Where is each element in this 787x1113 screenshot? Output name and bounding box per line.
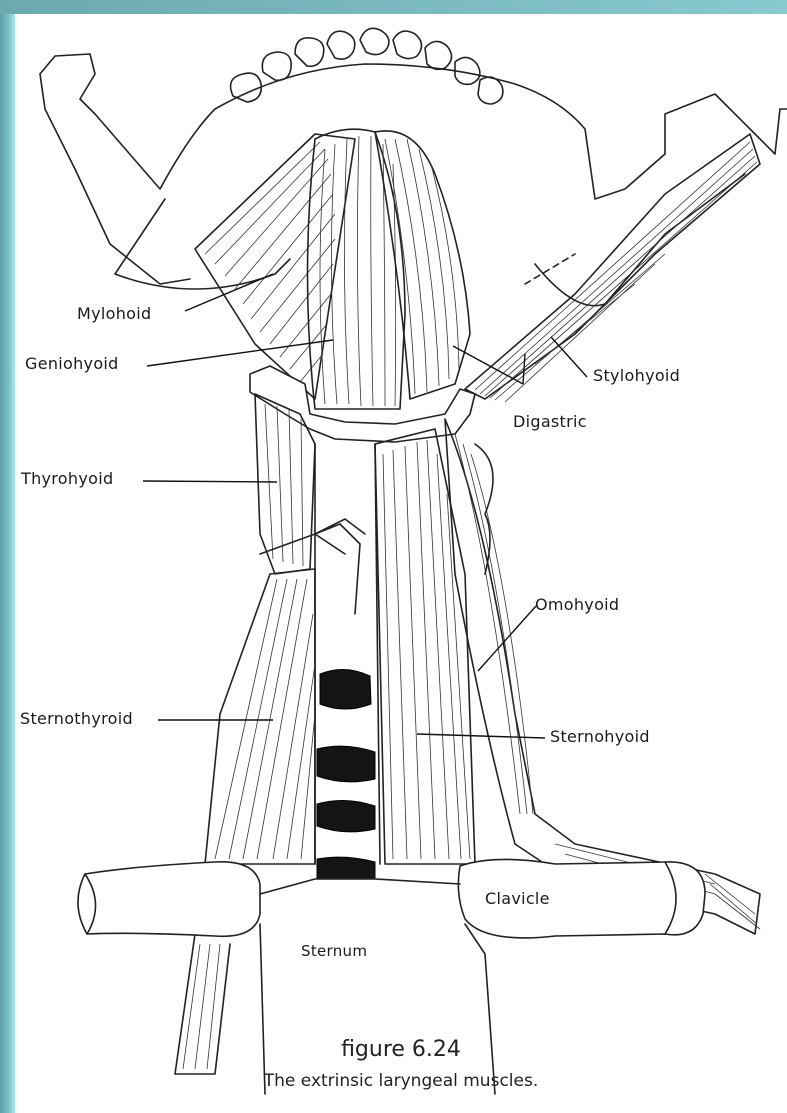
digastric-muscle (375, 131, 470, 399)
label-thyrohyoid: Thyrohyoid (21, 469, 113, 488)
label-mylohoid: Mylohoid (77, 304, 151, 323)
top-border (0, 0, 787, 14)
mandible-inner (115, 174, 745, 306)
label-digastric: Digastric (513, 412, 587, 431)
mandible-outline (40, 54, 787, 199)
sternothyroid-muscle (175, 569, 315, 1074)
label-sternohyoid: Sternohyoid (550, 727, 650, 746)
anatomy-illustration (15, 14, 787, 1113)
omohyoid-muscle (445, 419, 760, 934)
label-clavicle: Clavicle (485, 889, 550, 908)
mylohyoid-muscle (195, 134, 355, 399)
geniohyoid-muscle (308, 129, 406, 409)
figure-number: figure 6.24 (15, 1037, 787, 1062)
label-sternum: Sternum (301, 942, 367, 960)
leader-lines (143, 274, 587, 738)
figure-caption: The extrinsic laryngeal muscles. (15, 1071, 787, 1091)
label-sternothyroid: Sternothyroid (20, 709, 133, 728)
teeth (231, 28, 503, 104)
thyroid-cartilage (315, 444, 365, 614)
mandible-left-body (40, 74, 190, 284)
label-stylohyoid: Stylohyoid (593, 366, 680, 385)
clavicle-left (78, 862, 260, 936)
hyoid-bone (250, 366, 475, 442)
stylohyoid-muscle (465, 134, 760, 402)
label-omohyoid: Omohyoid (535, 595, 619, 614)
sternohyoid-muscle (375, 429, 475, 864)
trachea (315, 444, 380, 879)
figure-sheet: Mylohoid Geniohyoid Stylohyoid Digastric… (15, 14, 787, 1113)
label-geniohyoid: Geniohyoid (25, 354, 119, 373)
